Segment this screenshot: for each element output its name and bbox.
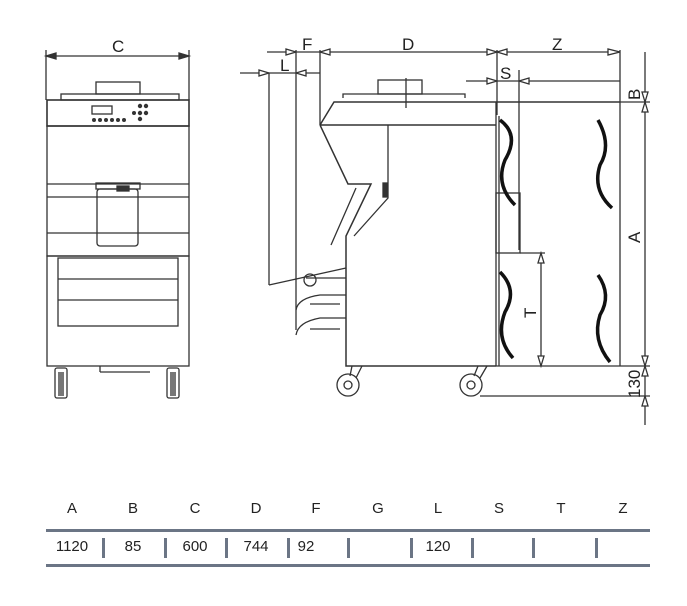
dim-label-d: D bbox=[402, 35, 414, 54]
column-separator bbox=[471, 538, 474, 558]
table-value-c: 600 bbox=[182, 538, 208, 555]
table-header-b: B bbox=[127, 500, 138, 517]
dim-label-f: F bbox=[302, 35, 312, 54]
dim-label-t: T bbox=[521, 308, 540, 318]
table-header-c: C bbox=[189, 500, 201, 517]
column-separator bbox=[532, 538, 535, 558]
table-top-rule bbox=[46, 529, 650, 532]
table-header-g: G bbox=[372, 500, 384, 517]
column-separator bbox=[102, 538, 105, 558]
column-separator bbox=[225, 538, 228, 558]
dim-label-z: Z bbox=[552, 35, 562, 54]
side-view: F D Z L S B A 130 T bbox=[240, 35, 650, 425]
front-view: C bbox=[43, 37, 192, 399]
column-separator bbox=[595, 538, 598, 558]
table-header-d: D bbox=[250, 500, 262, 517]
column-separator bbox=[287, 538, 290, 558]
dim-label-130: 130 bbox=[625, 370, 644, 398]
dim-label-s: S bbox=[500, 64, 511, 83]
table-header-t: T bbox=[556, 500, 566, 517]
column-separator bbox=[410, 538, 413, 558]
dim-label-a: A bbox=[625, 231, 644, 243]
table-header-l: L bbox=[433, 500, 443, 517]
column-separator bbox=[347, 538, 350, 558]
table-value-a: 1120 bbox=[55, 538, 89, 555]
dim-label-b: B bbox=[625, 89, 644, 100]
table-header-s: S bbox=[493, 500, 504, 517]
column-separator bbox=[164, 538, 167, 558]
table-value-d: 744 bbox=[243, 538, 269, 555]
table-value-b: 85 bbox=[124, 538, 142, 555]
table-header-f: F bbox=[311, 500, 321, 517]
table-header-z: Z bbox=[618, 500, 628, 517]
table-value-l: 120 bbox=[425, 538, 451, 555]
dim-label-c: C bbox=[112, 37, 124, 56]
table-value-f: 92 bbox=[297, 538, 315, 555]
dim-label-l: L bbox=[280, 56, 289, 75]
table-bottom-rule bbox=[46, 564, 650, 567]
table-header-a: A bbox=[66, 500, 77, 517]
